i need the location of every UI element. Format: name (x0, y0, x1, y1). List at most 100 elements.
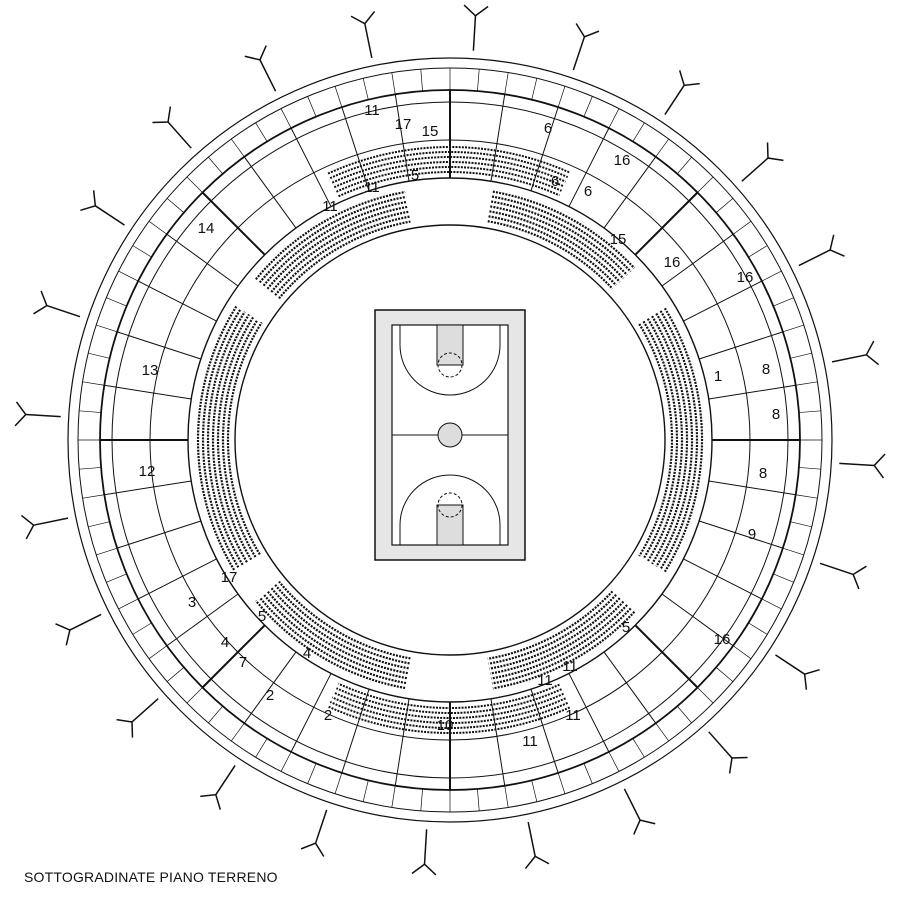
seat-row (491, 195, 632, 273)
seat-row (642, 320, 679, 560)
center-circle (437, 422, 463, 448)
ring-joint (148, 645, 168, 659)
radial-wall (201, 624, 266, 689)
mast-fork (633, 819, 656, 835)
mast (524, 821, 550, 870)
ring-joint (255, 122, 268, 142)
seat-row (211, 313, 250, 563)
radial-wall (603, 651, 657, 724)
upper-seat-row (331, 156, 567, 184)
structural-masts (14, 4, 886, 876)
ring-joint (790, 521, 812, 528)
mast (664, 70, 700, 115)
mast (20, 514, 69, 540)
mast-stem (259, 59, 277, 92)
mast-stem (741, 157, 769, 182)
room-label: 5 (411, 167, 419, 184)
room-label: 3 (188, 594, 196, 611)
radial-wall (490, 698, 506, 786)
mast (572, 23, 600, 71)
ring-joint (307, 96, 317, 117)
ring-joint (761, 270, 782, 282)
top-key (436, 324, 464, 366)
seat-row (659, 310, 699, 570)
ring-joint (186, 176, 203, 193)
room-label: 8 (772, 406, 780, 423)
mast-stem (472, 15, 477, 51)
room-label: 14 (198, 220, 215, 237)
upper-seat-row (335, 687, 562, 714)
bottom-free-throw-circle (437, 492, 463, 518)
mast (244, 45, 277, 92)
upper-seat-row (333, 161, 564, 189)
mast-stem (69, 613, 102, 631)
seat-row (255, 190, 406, 280)
top-three-point-arc (399, 325, 501, 396)
seat-row (492, 190, 636, 269)
mast (831, 340, 880, 366)
ring-joint (583, 763, 593, 784)
radial-wall (116, 331, 201, 360)
ring-joint (96, 324, 118, 333)
radial-wall (661, 233, 734, 287)
radial-wall (137, 280, 217, 322)
radial-wall (490, 94, 506, 182)
ring-joint (420, 69, 423, 92)
mast (623, 788, 656, 835)
radial-wall (243, 156, 297, 229)
ring-joint (79, 410, 102, 413)
ring-joint (697, 687, 714, 704)
seat-row (258, 596, 407, 685)
mast-stem (94, 205, 125, 226)
mast-fork (20, 514, 35, 540)
upper-seat-row (329, 151, 569, 180)
mast (463, 4, 489, 51)
mast-fork (873, 453, 886, 479)
ring-joint (677, 705, 692, 724)
room-label: 16 (714, 631, 731, 648)
seat-row (489, 210, 621, 283)
mast-fork (678, 70, 700, 87)
ring-joint (790, 352, 812, 359)
seat-row (651, 315, 689, 565)
radial-wall (341, 689, 370, 774)
ring-joint (761, 598, 782, 610)
ring (67, 57, 833, 823)
ring-joint (655, 138, 669, 158)
ring-joint (715, 667, 734, 682)
radial-wall (166, 233, 239, 287)
radial-wall (603, 156, 657, 229)
ring-joint (186, 687, 203, 704)
ring-joint (280, 108, 292, 129)
radial-wall (166, 593, 239, 647)
radial-wall (708, 480, 796, 496)
ring-joint (782, 324, 804, 333)
upper-seat-row (335, 166, 562, 193)
ring-joint (504, 785, 509, 808)
ring-joint (732, 645, 752, 659)
mast (708, 731, 748, 774)
upper-seat-row (333, 691, 564, 719)
upper-seat-row (329, 700, 569, 729)
ring-joint (795, 494, 818, 499)
ring-joint (732, 221, 752, 235)
mast-fork (865, 340, 880, 366)
upper-seat-row (327, 705, 571, 734)
seat-row (655, 312, 694, 568)
radial-wall (243, 651, 297, 724)
seat-row (278, 580, 411, 660)
mast-fork (728, 756, 748, 774)
seat-row (663, 307, 704, 573)
ring-joint (420, 788, 423, 811)
ring-joint (782, 547, 804, 556)
ring-joint (477, 69, 480, 92)
room-label: 7 (239, 654, 247, 671)
seat-row (492, 611, 636, 690)
radial-wall (290, 127, 332, 207)
room-label: 8 (759, 465, 767, 482)
radial-wall (634, 191, 699, 256)
seat-row (490, 604, 628, 680)
mast-fork (803, 668, 820, 690)
room-label: 16 (614, 152, 631, 169)
ring-joint (255, 738, 268, 758)
